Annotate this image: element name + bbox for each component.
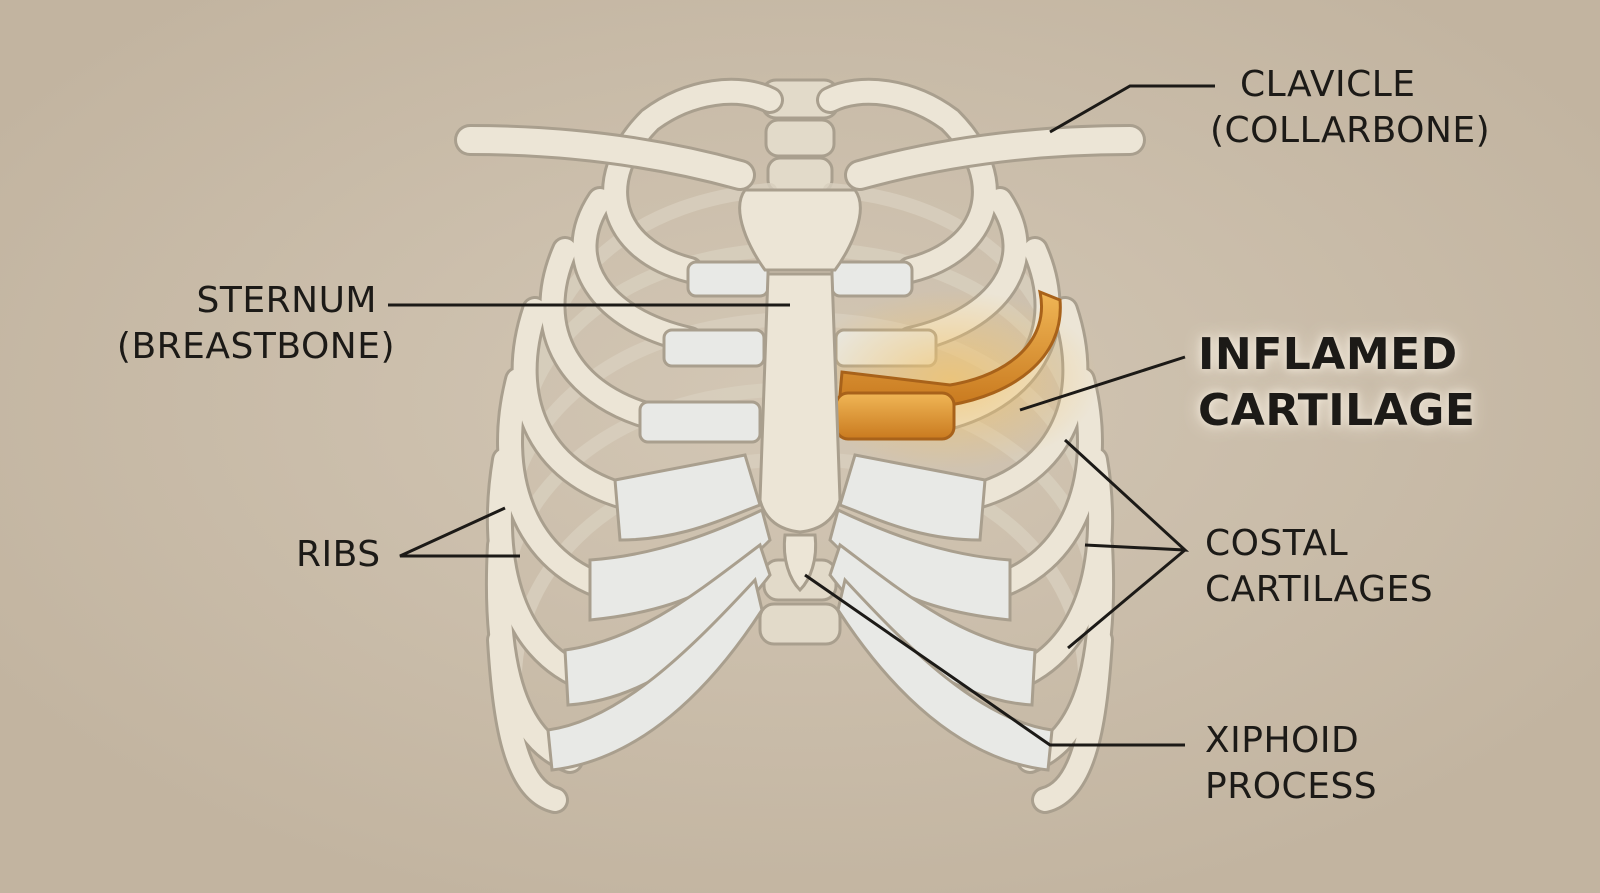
label-sternum: STERNUM (BREASTBONE) [110, 278, 395, 370]
label-costal-line2: CARTILAGES [1205, 569, 1434, 610]
ribs-left [484, 77, 784, 814]
label-costal-cartilages: COSTAL CARTILAGES [1205, 521, 1433, 613]
label-clavicle-line2: (COLLARBONE) [1210, 110, 1491, 151]
label-inflamed-line1: INFLAMED [1198, 329, 1458, 380]
ribs-leader [399, 506, 520, 558]
label-costal-line1: COSTAL [1205, 523, 1349, 564]
label-xiphoid-line2: PROCESS [1205, 766, 1378, 807]
label-xiphoid-line1: XIPHOID [1205, 720, 1360, 761]
label-xiphoid-process: XIPHOID PROCESS [1205, 718, 1377, 810]
label-clavicle-line1: CLAVICLE [1240, 64, 1416, 105]
leader-lines [388, 84, 1215, 747]
costal-cartilages-right [828, 260, 1054, 772]
label-inflamed-cartilage: INFLAMED CARTILAGE [1198, 327, 1475, 439]
label-sternum-line1: STERNUM [196, 280, 377, 321]
label-clavicle: CLAVICLE (COLLARBONE) [1210, 62, 1490, 154]
xiphoid-leader [804, 573, 1185, 747]
sternum [738, 188, 862, 593]
clavicle-leader [1049, 84, 1215, 134]
label-ribs-line1: RIBS [296, 534, 381, 575]
inflamed-cartilage [800, 289, 1100, 470]
costal-cartilages-left [546, 260, 772, 772]
inflamed-leader [1019, 355, 1186, 412]
label-ribs: RIBS [296, 532, 381, 578]
costal-leader-lower [1067, 548, 1186, 650]
label-sternum-line2: (BREASTBONE) [116, 326, 395, 367]
clavicles [454, 124, 1146, 191]
label-inflamed-line2: CARTILAGE [1198, 385, 1476, 436]
